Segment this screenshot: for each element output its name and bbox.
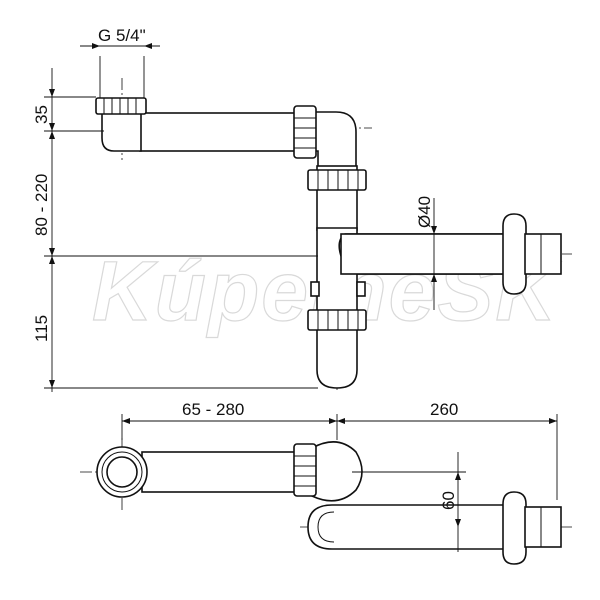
top-outlet-stub bbox=[524, 506, 562, 548]
top-coupling-ribs bbox=[294, 455, 316, 487]
top-view bbox=[80, 438, 575, 565]
top-outlet-bend-inner bbox=[317, 511, 335, 528]
outlet-rosette bbox=[502, 213, 527, 295]
top-arm-pipe bbox=[141, 451, 303, 493]
dim-outlet-diameter: Ø40 bbox=[415, 196, 434, 228]
dim-trap-height: 115 bbox=[32, 315, 51, 342]
top-inlet-ring-middle bbox=[101, 451, 143, 493]
trap-side-right bbox=[356, 281, 366, 297]
top-coupling-nut bbox=[293, 443, 317, 497]
top-dimensions: 65 - 280 260 60 bbox=[121, 400, 558, 552]
inlet-arm-pipe bbox=[139, 112, 301, 152]
inlet-elbow bbox=[101, 109, 142, 152]
inlet-nut bbox=[95, 97, 147, 115]
upper-elbow bbox=[313, 111, 357, 169]
arm-coupling-ribs bbox=[294, 117, 316, 149]
top-outlet-rosette bbox=[502, 491, 527, 565]
riser-nut-upper bbox=[307, 169, 367, 191]
top-outlet-bend bbox=[307, 504, 507, 550]
dim-adjust-range: 80 - 220 bbox=[32, 174, 51, 236]
top-inlet-ring-inner bbox=[106, 456, 138, 488]
dim-horizontal-range: 65 - 280 bbox=[182, 400, 244, 419]
trap-nut-lower bbox=[307, 309, 367, 331]
dim-offset: 60 bbox=[439, 491, 458, 510]
outlet-stub bbox=[524, 233, 562, 275]
arm-coupling-nut bbox=[293, 105, 317, 159]
dim-thread: G 5/4" bbox=[98, 26, 146, 45]
dim-outlet-length: 260 bbox=[430, 400, 458, 419]
front-view bbox=[95, 78, 572, 392]
trap-nut-lower-ribs bbox=[317, 310, 359, 330]
outlet-pipe bbox=[340, 233, 507, 275]
trap-side-left bbox=[310, 281, 320, 297]
inlet-nut-ribs bbox=[103, 98, 137, 114]
riser-nut-upper-ribs bbox=[317, 170, 359, 190]
top-outlet-bend-inner-2 bbox=[317, 526, 335, 543]
front-dimensions: G 5/4" 35 80 - 220 115 Ø40 bbox=[32, 26, 437, 392]
dim-inlet-height: 35 bbox=[32, 105, 51, 124]
top-trap-circle bbox=[311, 441, 363, 502]
